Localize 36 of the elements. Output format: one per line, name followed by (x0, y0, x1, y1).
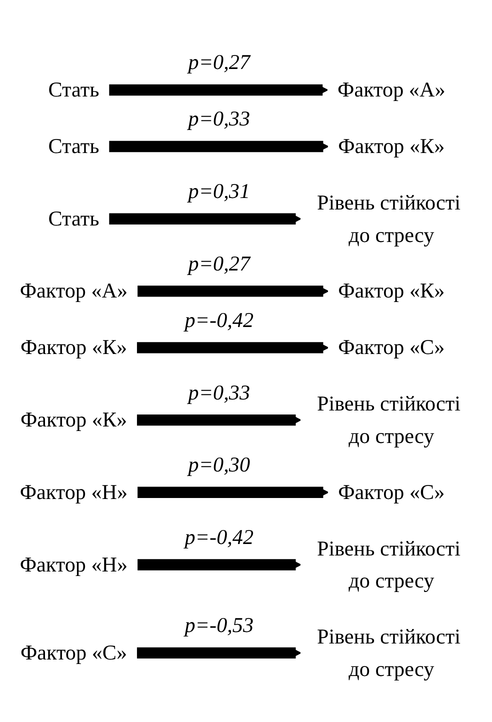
edge-label: p=0,33 (188, 380, 250, 404)
arrow (138, 286, 329, 298)
node-text: Фактор «С» (20, 641, 128, 665)
arrow (109, 141, 329, 152)
edge-label: p=0,27 (188, 252, 250, 276)
arrow (136, 342, 329, 354)
node-text: Фактор «К» (338, 134, 445, 158)
edge-label: p=-0,42 (184, 308, 254, 332)
arrow (109, 214, 302, 225)
node-text: Фактор «Н» (20, 552, 128, 576)
node-text: Фактор «С» (338, 336, 445, 360)
arrow (138, 487, 329, 498)
arrow (136, 414, 302, 426)
node-text: Рівень стійкості до стресу (316, 392, 461, 448)
arrow (109, 84, 328, 96)
node-text: Стать (48, 78, 100, 102)
node-text: Фактор «Н» (20, 480, 128, 504)
node-text: Фактор «К» (20, 336, 128, 360)
node-text: Рівень стійкості до стресу (316, 537, 461, 592)
node-text: Стать (48, 134, 100, 158)
node-text: Фактор «К» (338, 279, 445, 303)
edge-label: p=0,33 (188, 107, 250, 131)
node-text: Фактор «К» (20, 408, 128, 432)
node-text: Стать (48, 206, 100, 231)
node-text: Фактор «С» (338, 480, 445, 504)
node-text: Рівень стійкості до стресу (316, 191, 461, 246)
edge-label: p=-0,42 (184, 526, 254, 550)
edge-label: p=0,30 (188, 453, 250, 477)
node-text: Рівень стійкості до стресу (316, 625, 461, 680)
edge-label: p=-0,53 (184, 614, 254, 638)
arrow (136, 648, 302, 659)
node-text: Фактор «А» (20, 279, 128, 303)
arrow (138, 559, 302, 571)
edge-label: p=0,31 (188, 180, 250, 204)
edge-label: p=0,27 (188, 50, 250, 74)
node-text: Фактор «А» (338, 78, 446, 102)
